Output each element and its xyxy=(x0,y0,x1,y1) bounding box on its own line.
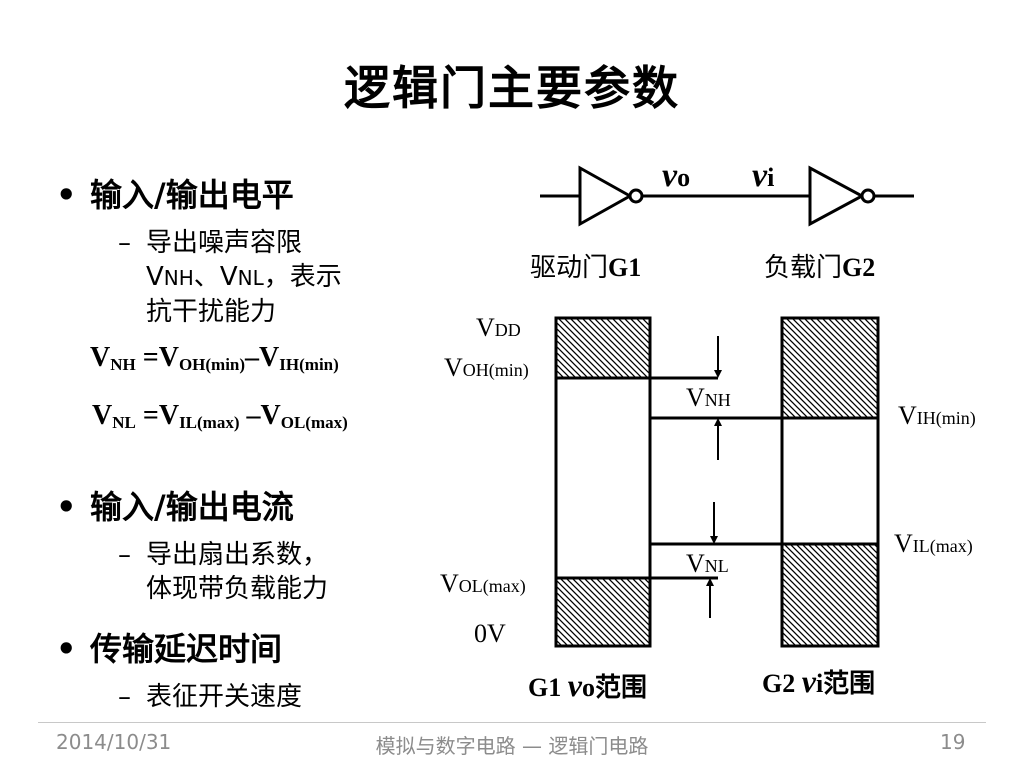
dash: – xyxy=(118,682,131,712)
formula-var: V xyxy=(158,342,179,373)
formula-eq: = xyxy=(135,400,159,431)
vo-label: vo xyxy=(662,157,690,194)
inverter-chain xyxy=(540,165,914,227)
bullet-dot: • xyxy=(56,176,77,214)
vdd-label: VDD xyxy=(476,313,521,342)
footer-page-number: 19 xyxy=(940,730,966,754)
voh-label: VOH(min) xyxy=(444,353,529,382)
sub-item-speed: –表征开关速度 xyxy=(118,680,302,714)
formula-var: V xyxy=(158,400,180,431)
bullet-dot: • xyxy=(56,630,77,668)
g2-range-label: G2 vi范围 xyxy=(762,663,875,699)
vol-label: VOL(max) xyxy=(440,569,526,598)
sub-text-tail: ，表示 xyxy=(263,262,342,292)
load-gate-icon xyxy=(808,165,866,227)
g1-range-label: G1 vo范围 xyxy=(528,667,647,703)
sub-item-fanout: –导出扇出系数， 体现带负载能力 xyxy=(118,538,328,606)
bullet-label: 传输延迟时间 xyxy=(90,630,283,668)
vnh-label: VNH xyxy=(686,383,731,412)
sub-text-v: V xyxy=(219,262,238,292)
zero-volt-label: 0V xyxy=(474,619,506,648)
formula-eq: = xyxy=(135,342,159,373)
sub-text-sep: 、 xyxy=(193,262,220,292)
dash: – xyxy=(118,540,131,570)
driver-gate-icon xyxy=(578,165,634,227)
formula-sub: NL xyxy=(112,413,136,432)
formula-op: – xyxy=(245,342,260,373)
sub-text: 导出扇出系数， xyxy=(146,540,329,570)
bullet-io-current: • 输入/输出电流 xyxy=(56,482,294,528)
load-gate-label: 负载门G2 xyxy=(764,253,875,283)
formula-sub: IH(min) xyxy=(279,355,339,374)
bullet-dot: • xyxy=(56,488,77,526)
formula-var: V xyxy=(90,342,111,373)
load-bubble-icon xyxy=(860,188,876,204)
formula-sub: NH xyxy=(110,355,136,374)
bullet-label: 输入/输出电平 xyxy=(90,176,294,214)
footer-title: 模拟与数字电路 — 逻辑门电路 xyxy=(375,734,649,758)
sub-text-sub: NL xyxy=(237,266,264,290)
sub-text: 体现带负载能力 xyxy=(146,574,329,604)
driver-bubble-icon xyxy=(628,188,644,204)
driver-gate-label: 驱动门G1 xyxy=(530,253,641,283)
formula-var: V xyxy=(92,400,113,431)
g2-high-region xyxy=(782,318,878,418)
footer-divider xyxy=(38,722,986,723)
dash: – xyxy=(118,228,131,258)
formula-var: V xyxy=(259,342,280,373)
formula-var: V xyxy=(260,400,281,431)
formula-vnl: VNL =VIL(max) –VOL(max) xyxy=(92,400,348,433)
sub-item-noise-margin: –导出噪声容限 VNH、VNL，表示 抗干扰能力 xyxy=(118,226,342,329)
g1-high-region xyxy=(556,318,650,378)
formula-sub: OL(max) xyxy=(280,413,348,432)
g2-low-region xyxy=(782,544,878,646)
g2-input-column xyxy=(780,316,880,648)
vih-label: VIH(min) xyxy=(898,401,976,430)
sub-text-sub: NH xyxy=(163,266,194,290)
formula-vnh: VNH =VOH(min)–VIH(min) xyxy=(90,342,339,375)
vi-label: vi xyxy=(752,157,774,194)
bullet-io-levels: • 输入/输出电平 xyxy=(56,170,294,216)
g1-low-region xyxy=(556,578,650,646)
sub-text: 表征开关速度 xyxy=(146,682,303,712)
sub-text: 导出噪声容限 xyxy=(146,228,303,258)
vil-label: VIL(max) xyxy=(894,529,973,558)
formula-sub: IL(max) xyxy=(179,413,240,432)
vnl-label: VNL xyxy=(686,549,729,578)
formula-op: – xyxy=(239,400,261,431)
footer-date: 2014/10/31 xyxy=(56,730,172,754)
sub-text: 抗干扰能力 xyxy=(146,297,277,327)
bullet-label: 输入/输出电流 xyxy=(90,488,294,526)
sub-text-v: V xyxy=(146,262,164,292)
slide-title: 逻辑门主要参数 xyxy=(344,61,680,115)
g1-output-column xyxy=(554,316,652,648)
formula-sub: OH(min) xyxy=(178,355,246,374)
bullet-delay: • 传输延迟时间 xyxy=(56,624,282,670)
